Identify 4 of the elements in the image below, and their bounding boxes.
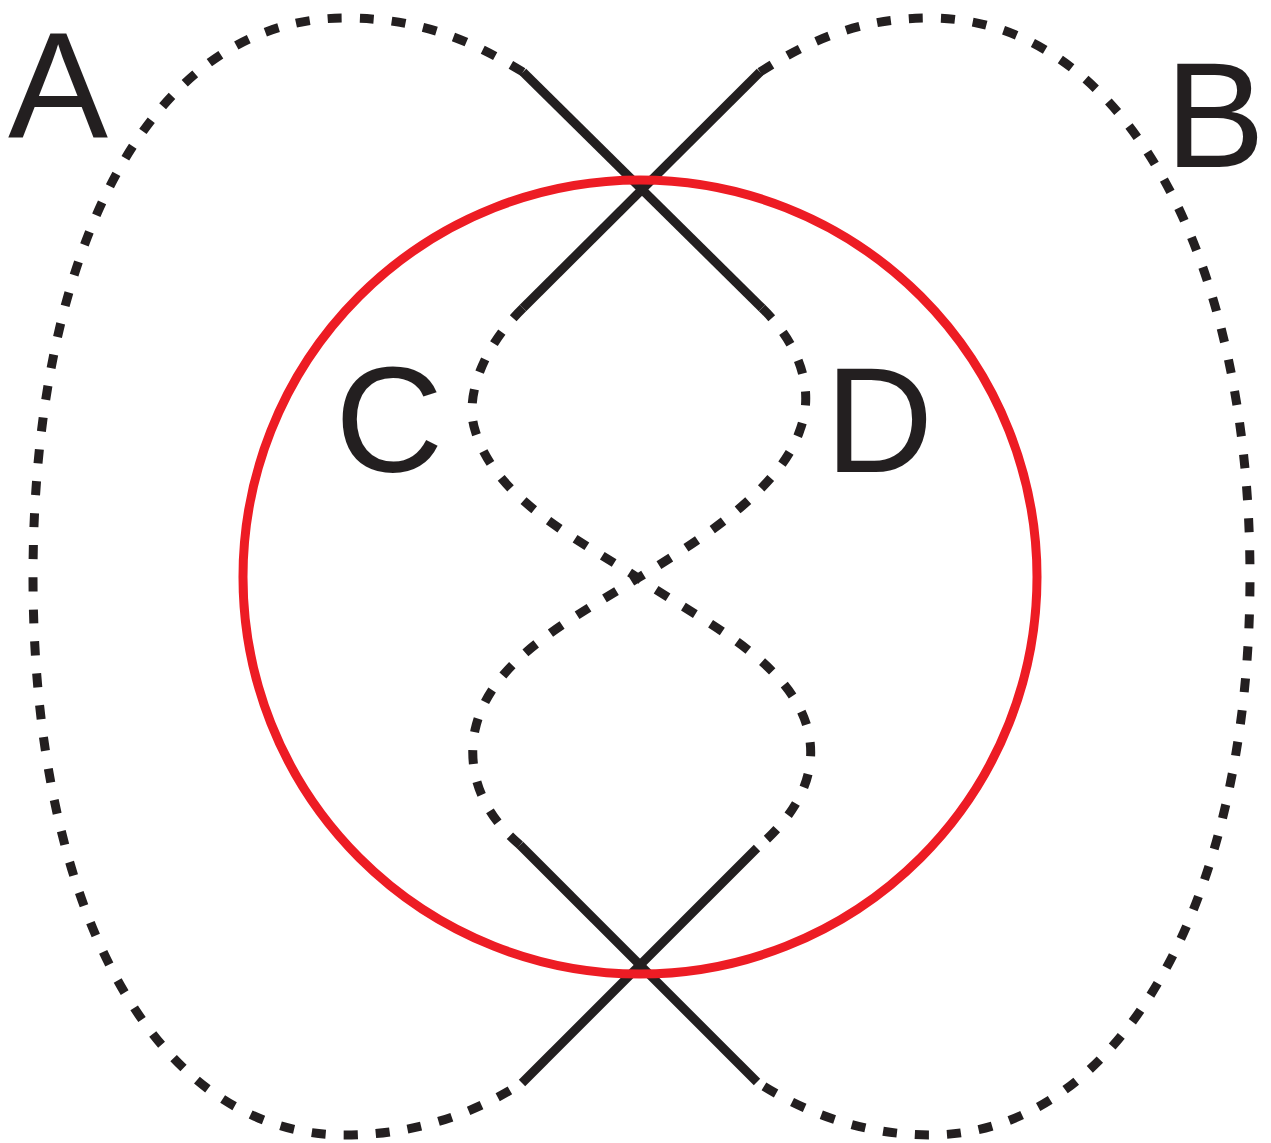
part-label: A <box>8 10 109 160</box>
part-label: C <box>335 345 444 495</box>
part-label: D <box>825 345 934 495</box>
part-label: B <box>1165 40 1266 190</box>
